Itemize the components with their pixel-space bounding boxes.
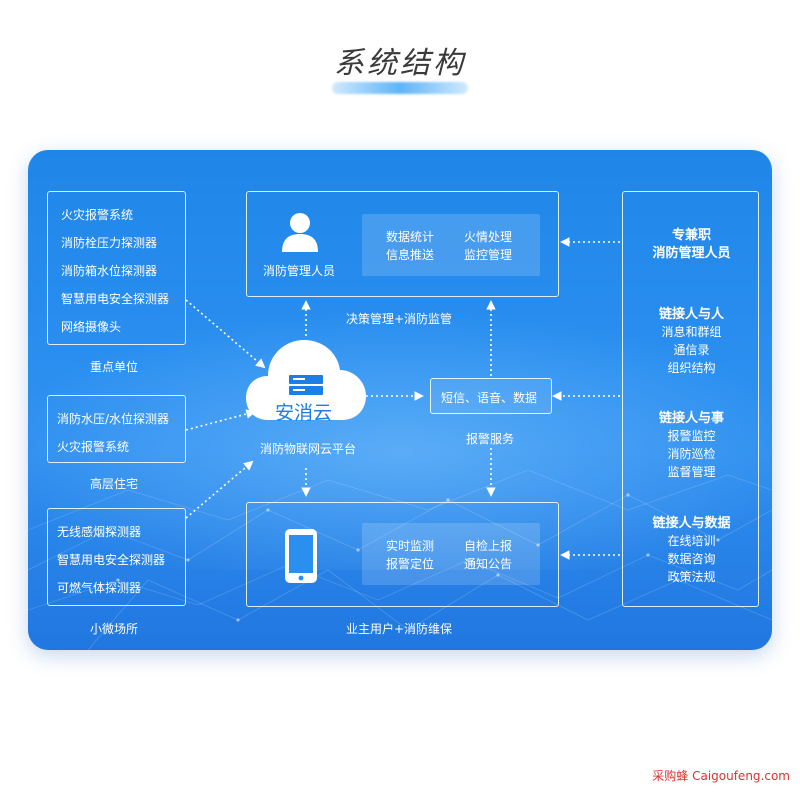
- alarm-caption: 报警服务: [466, 432, 515, 446]
- alarm-label: 短信、语音、数据: [441, 391, 538, 405]
- list-item: 无线感烟探测器: [57, 525, 142, 539]
- manager-box: 消防管理人员 数据统计 火情处理 信息推送 监控管理: [246, 191, 559, 297]
- list-item: 火灾报警系统: [61, 208, 134, 222]
- function-item: 实时监测: [386, 539, 435, 553]
- highrise-box: 消防水压/水位探测器 火灾报警系统: [47, 395, 186, 463]
- list-item: 消防箱水位探测器: [61, 264, 158, 278]
- small-venues-box: 无线感烟探测器 智慧用电安全探测器 可燃气体探测器: [47, 508, 186, 606]
- section-title: 链接人与事: [658, 411, 724, 426]
- right-header-line: 消防管理人员: [652, 246, 731, 261]
- list-item: 可燃气体探测器: [57, 581, 142, 595]
- server-icon: [289, 375, 323, 395]
- function-item: 自检上报: [464, 539, 513, 553]
- small-venues-caption: 小微场所: [90, 622, 139, 636]
- section-item: 消息和群组: [661, 325, 722, 339]
- section-title: 链接人与人: [658, 307, 724, 322]
- list-item: 火灾报警系统: [57, 440, 130, 454]
- section-item: 在线培训: [667, 534, 716, 548]
- section-item: 政策法规: [667, 570, 716, 584]
- title-underline: [332, 82, 468, 94]
- function-item: 火情处理: [464, 230, 513, 244]
- key-units-box: 火灾报警系统 消防栓压力探测器 消防箱水位探测器 智慧用电安全探测器 网络摄像头: [47, 191, 186, 345]
- user-caption: 业主用户+消防维保: [346, 622, 453, 636]
- user-box: 实时监测 自检上报 报警定位 通知公告: [246, 502, 559, 607]
- phone-icon: [285, 529, 317, 583]
- right-panel: 专兼职 消防管理人员 链接人与人 消息和群组 通信录 组织结构 链接人与事 报警…: [622, 191, 759, 607]
- function-item: 信息推送: [386, 248, 435, 262]
- cloud-name: 安消云: [275, 402, 333, 424]
- list-item: 网络摄像头: [61, 320, 122, 334]
- function-item: 通知公告: [464, 557, 513, 571]
- list-item: 智慧用电安全探测器: [61, 292, 170, 306]
- highrise-caption: 高层住宅: [90, 477, 139, 491]
- watermark-text: 采购蜂 Caigoufeng.com: [652, 769, 790, 783]
- connector-arrows: [185, 237, 620, 560]
- section-item: 组织结构: [667, 361, 716, 375]
- right-header-line: 专兼职: [671, 228, 711, 243]
- section-title: 链接人与数据: [652, 516, 731, 531]
- person-icon: [282, 213, 318, 252]
- section-item: 监督管理: [667, 465, 716, 479]
- diagram-panel: 火灾报警系统 消防栓压力探测器 消防箱水位探测器 智慧用电安全探测器 网络摄像头…: [28, 150, 772, 650]
- function-item: 报警定位: [386, 557, 435, 571]
- manager-caption: 决策管理+消防监管: [346, 312, 453, 326]
- section-item: 报警监控: [667, 429, 716, 443]
- user-functions: 实时监测 自检上报 报警定位 通知公告: [362, 523, 540, 585]
- section-item: 通信录: [673, 343, 710, 357]
- function-item: 监控管理: [464, 248, 513, 262]
- list-item: 消防水压/水位探测器: [57, 412, 170, 426]
- function-item: 数据统计: [386, 230, 435, 244]
- manager-functions: 数据统计 火情处理 信息推送 监控管理: [362, 214, 540, 276]
- manager-label: 消防管理人员: [263, 264, 336, 278]
- alarm-box: 短信、语音、数据: [430, 378, 552, 414]
- list-item: 消防栓压力探测器: [61, 236, 158, 250]
- page-title: 系统结构: [334, 46, 466, 81]
- list-item: 智慧用电安全探测器: [57, 553, 166, 567]
- network-background: [28, 310, 772, 650]
- key-units-caption: 重点单位: [90, 360, 139, 374]
- section-item: 消防巡检: [667, 447, 716, 461]
- cloud-caption: 消防物联网云平台: [260, 442, 357, 456]
- section-item: 数据咨询: [667, 552, 716, 566]
